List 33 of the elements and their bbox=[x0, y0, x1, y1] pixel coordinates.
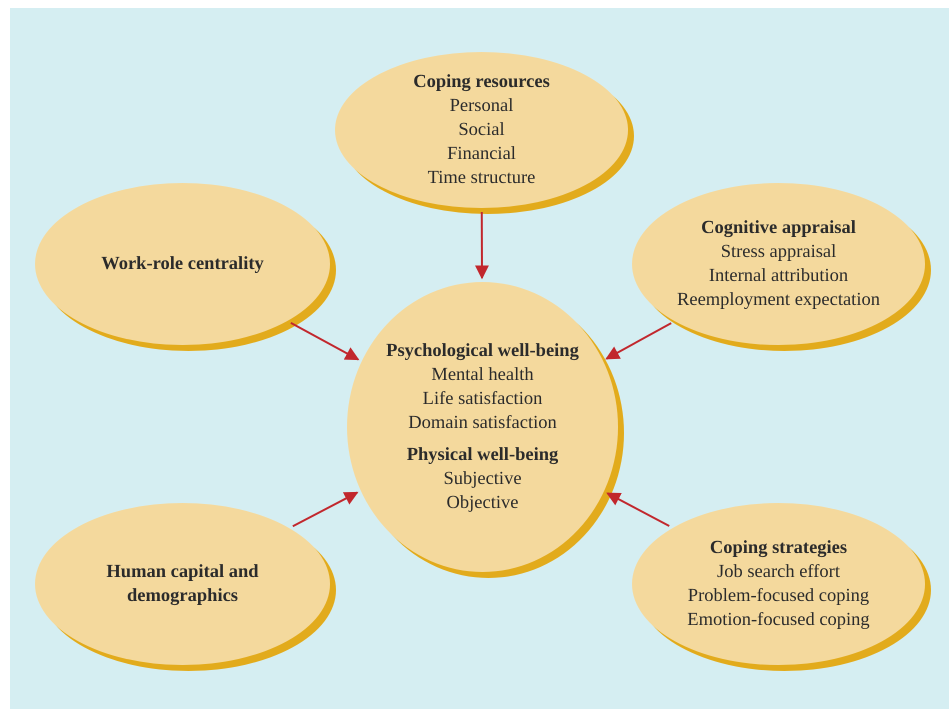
arrow bbox=[605, 322, 672, 360]
node-heading: Psychological well-being bbox=[386, 340, 579, 363]
node-item: Social bbox=[458, 119, 505, 142]
node-item: Domain satisfaction bbox=[408, 412, 557, 435]
arrow bbox=[292, 492, 358, 528]
arrow bbox=[474, 212, 489, 280]
node-item: Stress appraisal bbox=[720, 241, 836, 264]
node-heading: Coping strategies bbox=[710, 537, 848, 560]
ellipse-node bbox=[35, 503, 336, 671]
node-item: Personal bbox=[450, 95, 514, 118]
node-heading: Physical well-being bbox=[406, 444, 558, 467]
node-item: Time structure bbox=[428, 167, 536, 190]
ellipse-node bbox=[35, 183, 336, 351]
node-heading: Work-role centrality bbox=[101, 253, 264, 276]
node-heading: Human capital and demographics bbox=[105, 561, 260, 608]
node-item: Life satisfaction bbox=[422, 388, 542, 411]
node-item: Financial bbox=[447, 143, 516, 166]
ellipse-node bbox=[347, 282, 624, 578]
ellipse-node bbox=[632, 183, 931, 351]
node-item: Objective bbox=[446, 492, 518, 515]
node-item: Problem-focused coping bbox=[688, 585, 870, 608]
node-item: Subjective bbox=[443, 468, 522, 491]
ellipse-node bbox=[335, 52, 634, 214]
node-item: Reemployment expectation bbox=[677, 289, 880, 312]
node-heading: Cognitive appraisal bbox=[701, 217, 856, 240]
arrow bbox=[606, 492, 670, 527]
node-item: Emotion-focused coping bbox=[687, 609, 870, 632]
node-heading: Coping resources bbox=[413, 71, 550, 94]
arrow bbox=[290, 322, 360, 360]
node-item: Job search effort bbox=[717, 561, 840, 584]
node-item: Mental health bbox=[431, 364, 534, 387]
node-item: Internal attribution bbox=[708, 265, 848, 288]
ellipse-node bbox=[632, 503, 931, 671]
